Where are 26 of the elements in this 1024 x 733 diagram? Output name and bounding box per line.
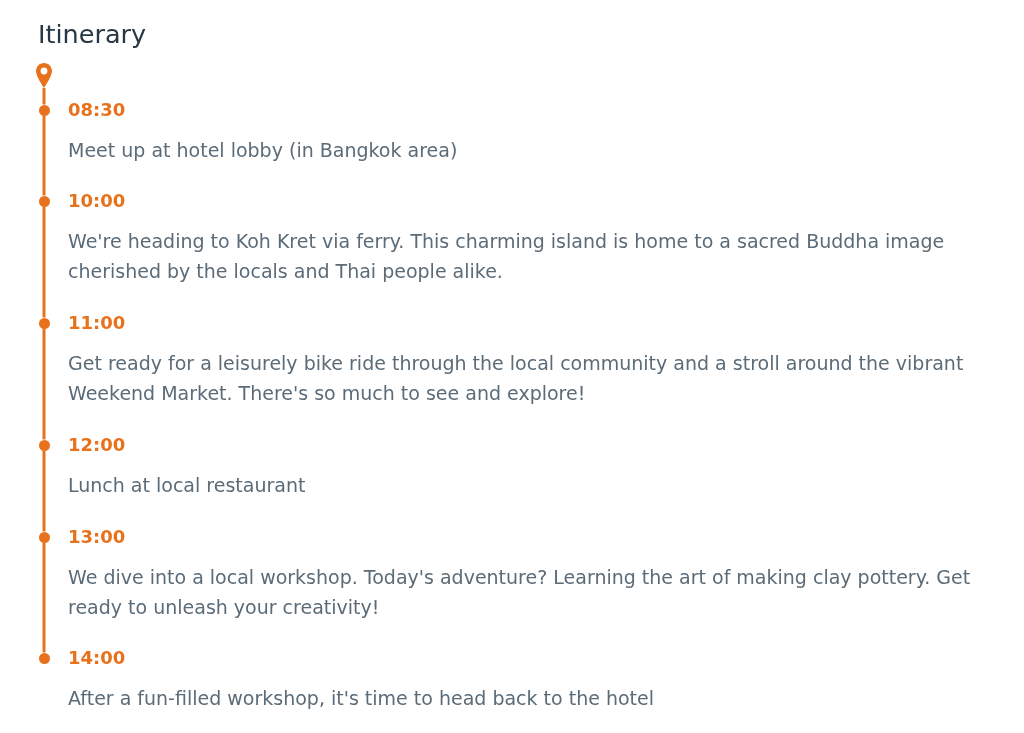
timeline-line [42,328,46,440]
timeline-line [42,206,46,318]
description-text: We dive into a local workshop. Today's adventure? Learning the art of making clay pottery. Get ready to unleash your creativity! [68,565,972,620]
time-label: 14:00 [68,646,126,670]
timeline-line [42,450,46,532]
description-text: We're heading to Koh Kret via ferry. This charming island is home to a sacred Buddha image cherished by the locals and Thai people alike. [68,229,946,284]
time-label: 13:00 [68,525,126,549]
description-text: Lunch at local restaurant [68,473,307,498]
timeline-dot [38,439,50,451]
map-pin-icon [36,63,52,88]
timeline-line [42,88,46,105]
description-text: Meet up at hotel lobby (in Bangkok area) [68,138,459,163]
time-label: 10:00 [68,189,126,213]
description-text: After a fun-filled workshop, it's time to head back to the hotel [68,686,656,711]
timeline-line [42,542,46,653]
timeline-dot [38,195,50,207]
timeline-dot [38,531,50,543]
description-text: Get ready for a leisurely bike ride through the local community and a stroll around the vibrant Weekend Market. There's so much to see and explore! [68,351,965,406]
timeline-dot [38,652,50,664]
timeline-line [42,115,46,196]
time-label: 11:00 [68,311,126,335]
time-label: 12:00 [68,433,126,457]
timeline-dot [38,317,50,329]
time-label: 08:30 [68,98,126,122]
heading: Itinerary [38,18,147,51]
timeline-dot [38,104,50,116]
